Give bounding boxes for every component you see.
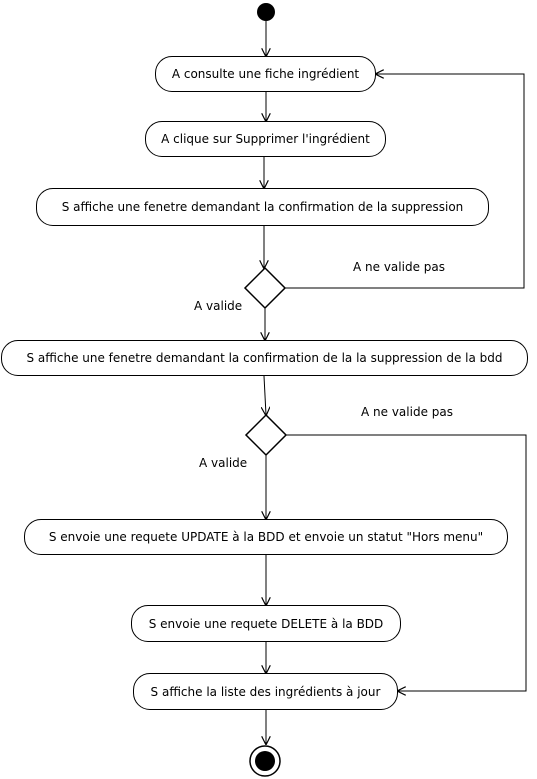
flow-a4-d2 (264, 375, 266, 415)
activity-send-update: S envoie une requete UPDATE à la BDD et … (24, 519, 508, 555)
activity-show-confirm: S affiche une fenetre demandant la confi… (36, 188, 489, 226)
guard-decision-2-reject: A ne valide pas (361, 405, 453, 419)
final-node-dot (255, 751, 275, 771)
guard-decision-1-reject: A ne valide pas (353, 260, 445, 274)
flow-d2-reject (286, 434, 527, 691)
guard-decision-1-accept: A valide (194, 299, 243, 313)
flow-d1-reject (285, 74, 525, 289)
decision-1 (243, 266, 287, 310)
initial-node (257, 3, 275, 21)
activity-send-delete: S envoie une requete DELETE à la BDD (131, 605, 401, 642)
activity-show-confirm-bdd: S affiche une fenetre demandant la confi… (1, 340, 528, 376)
activity-click-delete: A clique sur Supprimer l'ingrédient (145, 121, 386, 157)
activity-consult-ingredient: A consulte une fiche ingrédient (155, 56, 376, 92)
decision-2 (244, 413, 288, 457)
guard-decision-2-accept: A valide (199, 456, 248, 470)
activity-show-list: S affiche la liste des ingrédients à jou… (133, 673, 398, 710)
